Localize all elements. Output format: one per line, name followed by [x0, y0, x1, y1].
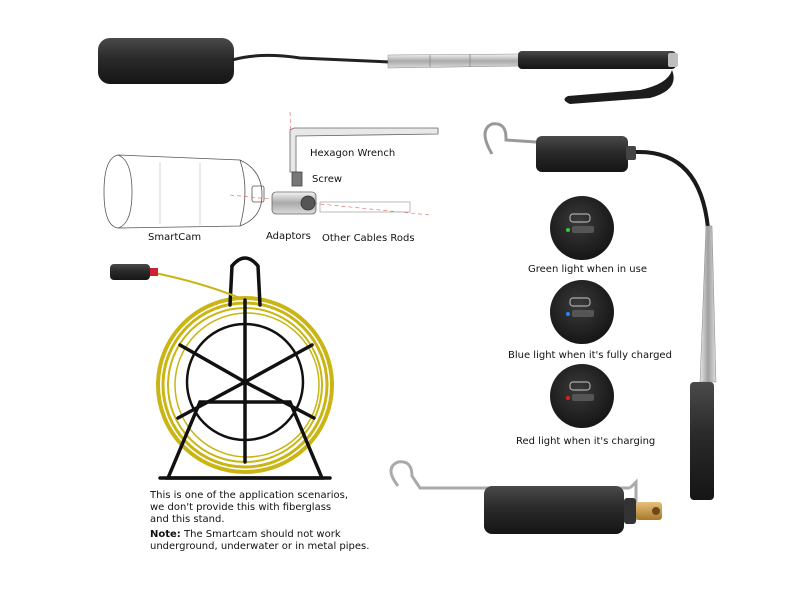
note-line: we don't provide this with fiberglass — [150, 502, 332, 513]
note-line: underground, underwater or in metal pipe… — [150, 541, 370, 552]
hook-camera-pole — [483, 122, 717, 500]
label-other-cables-rods: Other Cables Rods — [322, 233, 415, 244]
label-adaptors: Adaptors — [266, 231, 311, 242]
label-blue-light: Blue light when it's fully charged — [508, 350, 672, 361]
status-disc-green — [550, 196, 614, 260]
fiberglass-reel-stand — [110, 256, 334, 480]
hook-bottom — [389, 460, 630, 490]
camera-body-top — [98, 38, 234, 84]
note-prefix: Note: — [150, 529, 181, 540]
note-line: and this stand. — [150, 514, 225, 525]
status-disc-blue — [550, 280, 614, 344]
label-hexagon-wrench: Hexagon Wrench — [310, 148, 396, 159]
gooseneck-right — [635, 149, 710, 229]
fiberglass-lead — [149, 271, 241, 299]
hook-camera-bottom — [389, 460, 662, 534]
camera-body-hook — [536, 136, 628, 172]
smartcam-outline — [103, 154, 263, 229]
application-note: This is one of the application scenarios… — [150, 490, 390, 553]
note-warning: Note: The Smartcam should not work — [150, 529, 390, 541]
label-smartcam: SmartCam — [148, 232, 202, 243]
label-green-light: Green light when in use — [528, 264, 647, 275]
axis-dashed — [229, 194, 431, 216]
camera-body-bottom — [484, 486, 624, 534]
hexagon-wrench — [289, 127, 439, 173]
led-red — [566, 396, 570, 400]
gooseneck-top — [231, 53, 391, 64]
exploded-diagram — [103, 111, 439, 229]
wrist-strap — [564, 70, 674, 104]
camera-on-fiberglass — [110, 264, 150, 280]
pole-right-steel — [699, 225, 717, 383]
label-screw: Screw — [312, 174, 343, 185]
cable-rods — [319, 201, 411, 213]
note-warning-text: The Smartcam should not work — [180, 529, 341, 540]
camera-on-pole — [98, 38, 678, 104]
label-red-light: Red light when it's charging — [516, 436, 656, 447]
screw — [291, 171, 303, 187]
pole-steel-sections — [387, 53, 521, 69]
brass-adaptor — [636, 502, 662, 520]
led-green — [566, 228, 570, 232]
status-disc-red — [550, 364, 614, 428]
pole-right-grip — [690, 382, 714, 500]
led-blue — [566, 312, 570, 316]
hook-top — [483, 122, 537, 155]
note-line: This is one of the application scenarios… — [150, 490, 349, 501]
pole-grip — [518, 51, 676, 69]
